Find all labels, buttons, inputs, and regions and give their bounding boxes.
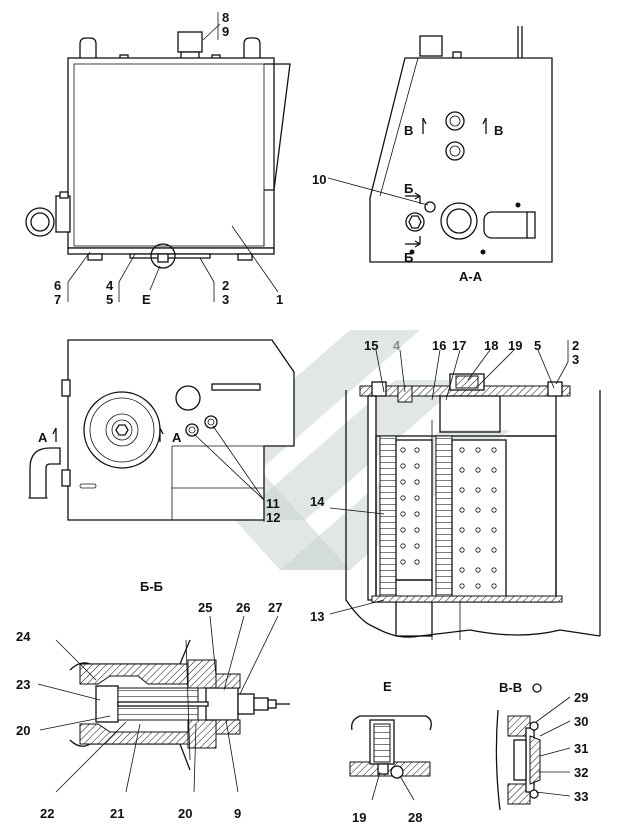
label-18: 18 (484, 338, 498, 353)
label-3-filter: 3 (572, 352, 579, 367)
label-27: 27 (268, 600, 282, 615)
label-20-left: 20 (16, 723, 30, 738)
label-9: 9 (222, 24, 229, 39)
detail-e (349, 715, 432, 801)
cut-mark-v-left: В (404, 123, 413, 138)
label-1: 1 (276, 292, 283, 307)
label-10: 10 (312, 172, 326, 187)
label-31: 31 (574, 741, 588, 756)
label-30: 30 (574, 714, 588, 729)
label-19-filter: 19 (508, 338, 522, 353)
label-22: 22 (40, 806, 54, 821)
labels: 8 9 6 7 4 5 Е 2 3 1 10 В В Б Б А-А А А 1… (16, 10, 588, 825)
label-8: 8 (222, 10, 229, 25)
label-28: 28 (408, 810, 422, 825)
label-13: 13 (310, 609, 324, 624)
label-3: 3 (222, 292, 229, 307)
view-title-e: Е (383, 679, 392, 694)
label-21: 21 (110, 806, 124, 821)
label-23: 23 (16, 677, 30, 692)
view-title-bb: Б-Б (140, 579, 163, 594)
cut-mark-b-bottom: Б (404, 250, 413, 265)
label-4: 4 (106, 278, 114, 293)
view-title-vv: В-В (499, 680, 522, 695)
top-view (28, 339, 295, 522)
cut-mark-a-right: А (172, 430, 182, 445)
label-16: 16 (432, 338, 446, 353)
label-4-filter: 4 (393, 338, 401, 353)
label-24: 24 (16, 629, 31, 644)
label-29: 29 (574, 690, 588, 705)
label-26: 26 (236, 600, 250, 615)
label-2: 2 (222, 278, 229, 293)
filter-perforations (400, 447, 497, 589)
filter-section (329, 340, 601, 640)
cut-mark-b-top: Б (404, 181, 413, 196)
label-20-bottom: 20 (178, 806, 192, 821)
section-vv (495, 683, 571, 811)
label-9-valve: 9 (234, 806, 241, 821)
label-7: 7 (54, 292, 61, 307)
side-view-aa (327, 26, 553, 263)
view-title-aa: А-А (459, 269, 483, 284)
valve-section-bb (37, 615, 290, 793)
label-11: 11 (266, 496, 280, 511)
label-25: 25 (198, 600, 212, 615)
front-view (25, 12, 291, 302)
label-15: 15 (364, 338, 378, 353)
label-32: 32 (574, 765, 588, 780)
label-5: 5 (106, 292, 113, 307)
label-12: 12 (266, 510, 280, 525)
label-19-detail: 19 (352, 810, 366, 825)
label-6: 6 (54, 278, 61, 293)
label-33: 33 (574, 789, 588, 804)
label-14: 14 (310, 494, 325, 509)
label-5-filter: 5 (534, 338, 541, 353)
cut-mark-a-left: А (38, 430, 48, 445)
label-detail-e: Е (142, 292, 151, 307)
cut-mark-v-right: В (494, 123, 503, 138)
label-17: 17 (452, 338, 466, 353)
label-2-filter: 2 (572, 338, 579, 353)
